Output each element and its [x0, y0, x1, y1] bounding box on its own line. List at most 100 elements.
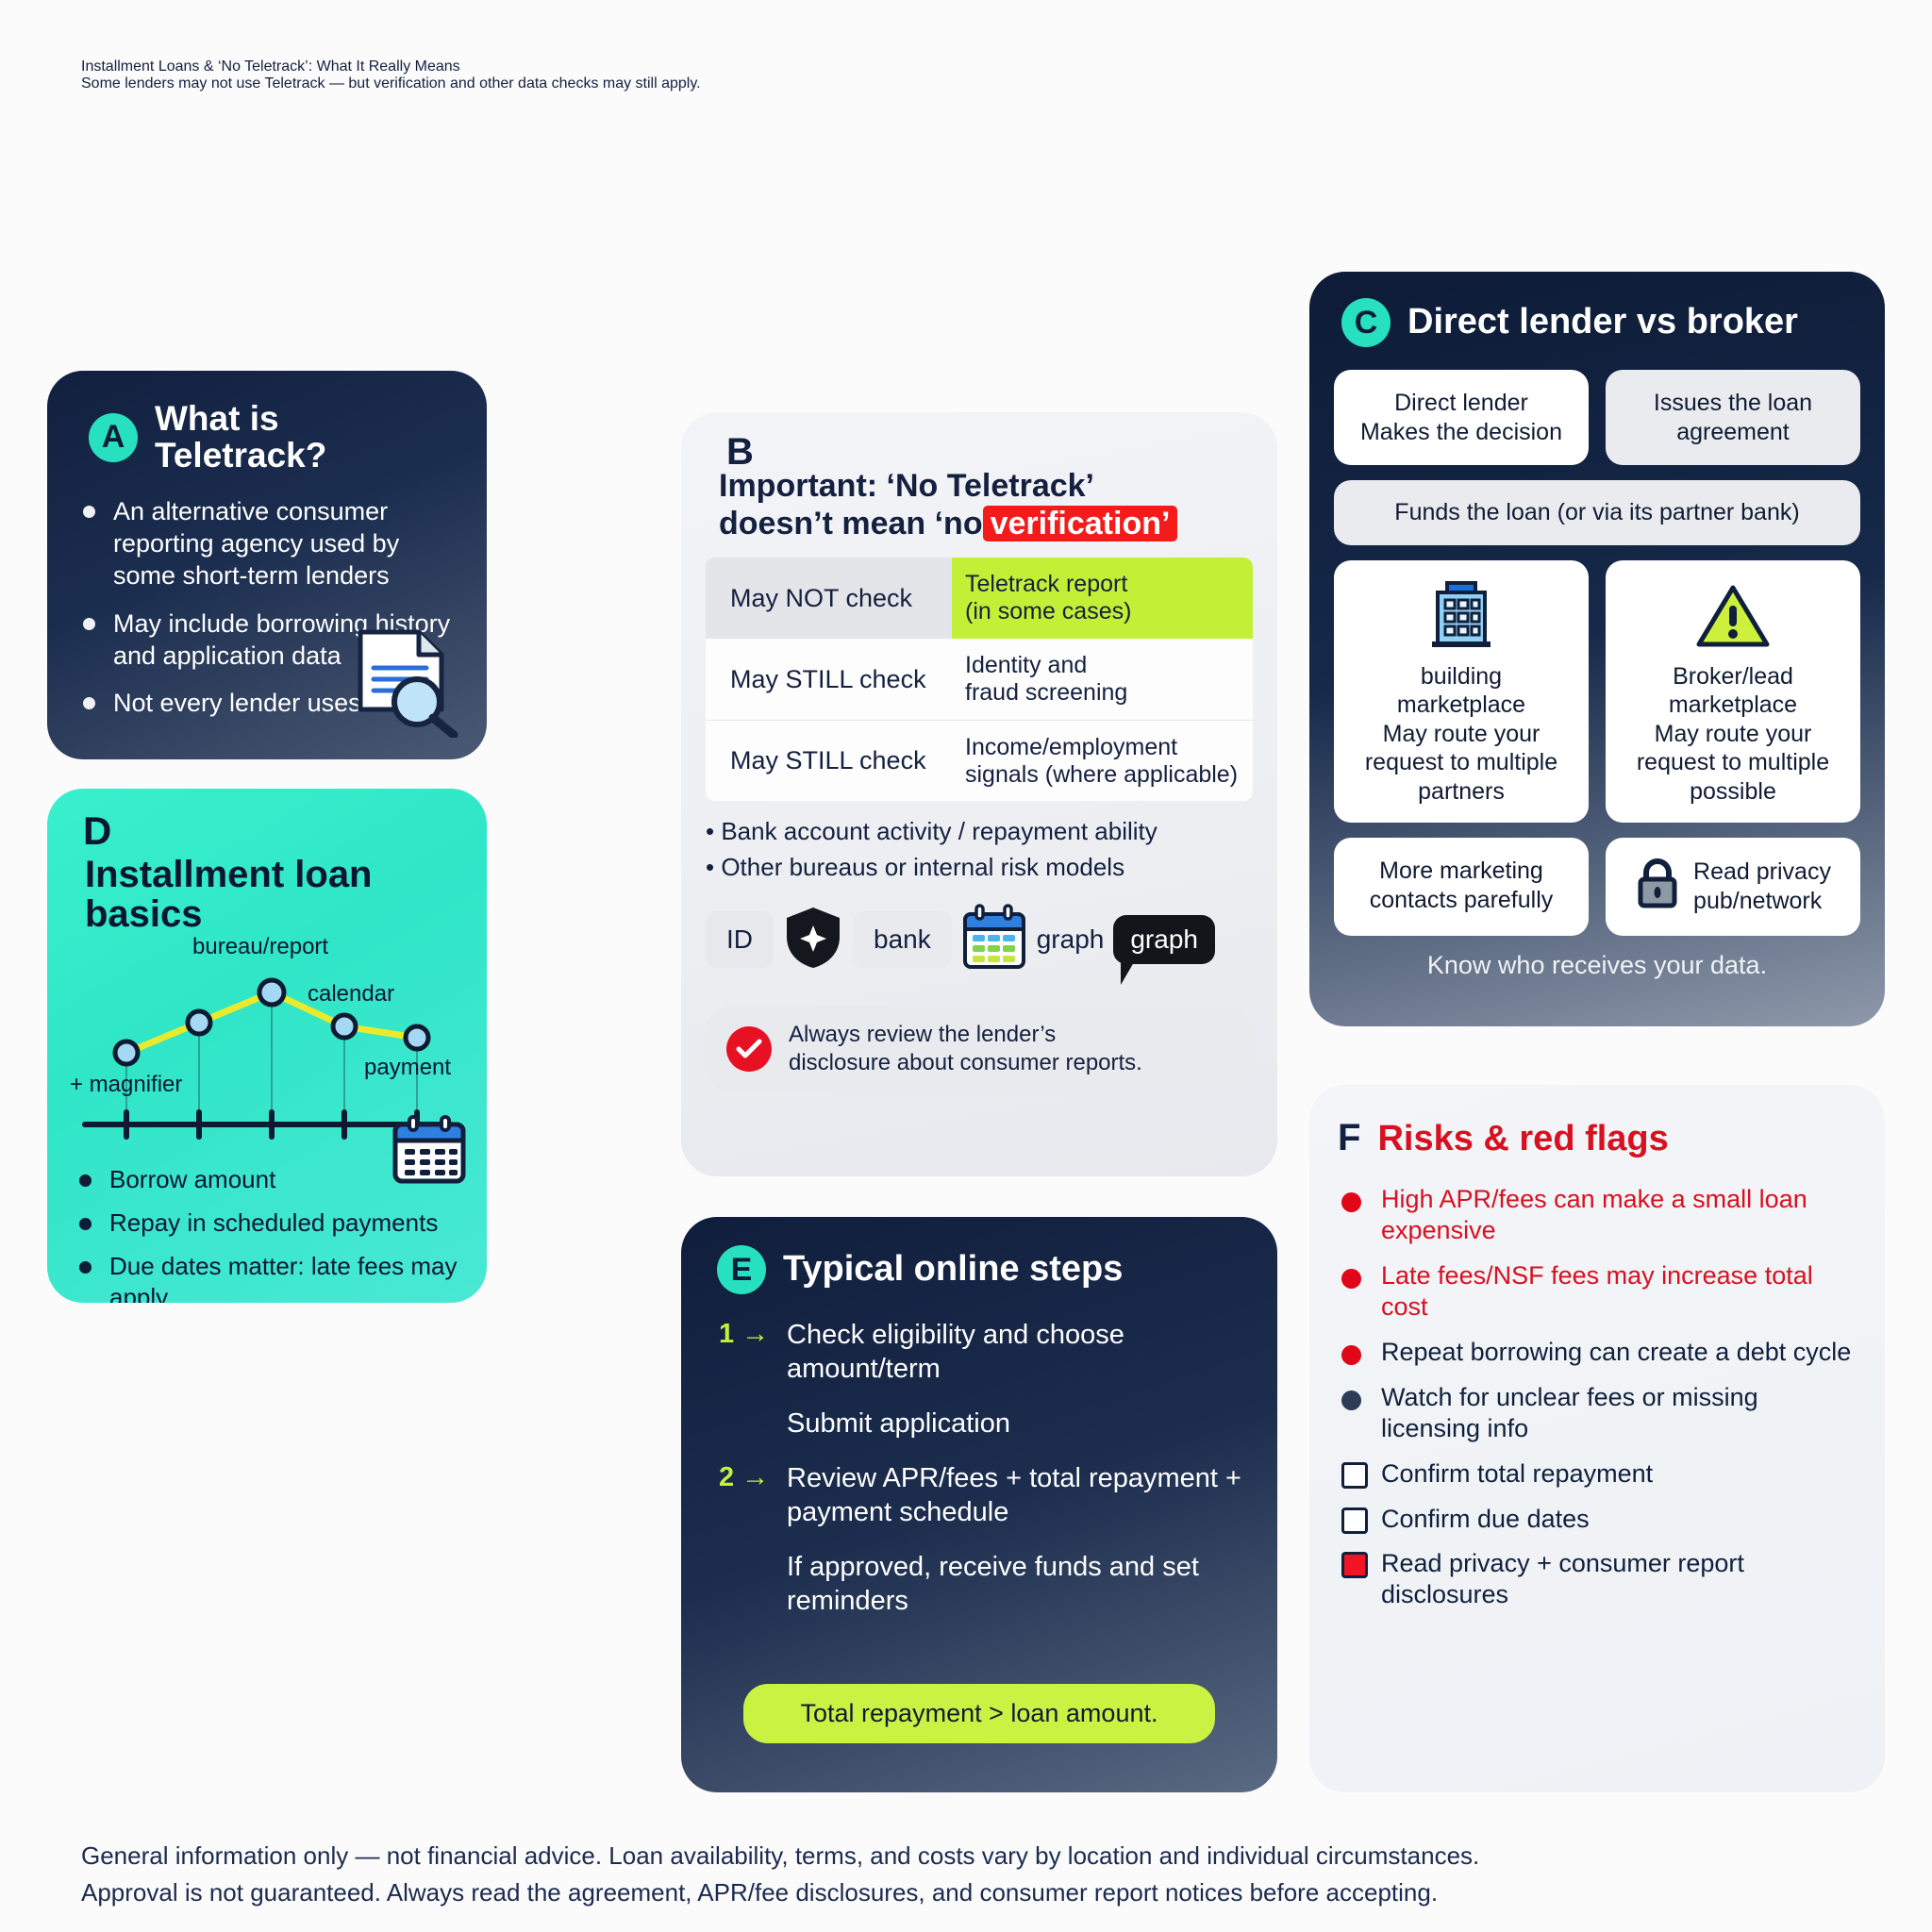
page-header: Installment Loans & ‘No Teletrack’: What… — [81, 58, 1307, 92]
panel-c-mid-row: building marketplace May route your requ… — [1334, 560, 1860, 823]
table-row: May NOT check Teletrack report (in some … — [706, 558, 1253, 640]
list-item: May include borrowing history and applic… — [75, 608, 458, 673]
step-number: 1 → — [719, 1319, 770, 1349]
graph-label: graph — [1036, 924, 1105, 955]
bullet-dot-icon — [1341, 1192, 1361, 1212]
installment-line-chart: bureau/report calendar payment + magnifi… — [70, 934, 462, 1158]
bullet-dot-icon — [83, 697, 95, 710]
table-cell-right: Identity and fraud screening — [952, 639, 1253, 721]
checklist-item[interactable]: Confirm due dates — [1338, 1504, 1857, 1535]
list-item: Not every lender uses it — [75, 687, 458, 719]
panel-d-bullets: Borrow amount Repay in scheduled payment… — [72, 1164, 462, 1303]
panel-c-title: Direct lender vs broker — [1407, 302, 1798, 342]
broker-marketplace-text: Broker/lead marketplace May route your r… — [1636, 662, 1830, 805]
lock-icon — [1635, 857, 1680, 917]
building-icon — [1426, 579, 1496, 657]
risk-item: Watch for unclear fees or missing licens… — [1338, 1382, 1857, 1444]
risk-text: Repeat borrowing can create a debt cycle — [1381, 1337, 1852, 1366]
bullet-dot-icon — [1341, 1390, 1361, 1410]
table-row: May STILL check Income/employment signal… — [706, 720, 1253, 802]
checklist-item[interactable]: Read privacy + consumer report disclosur… — [1338, 1548, 1857, 1610]
step-text: If approved, receive funds and set remin… — [787, 1551, 1199, 1616]
sub-bullet: • Other bureaus or internal risk models — [706, 853, 1125, 882]
panel-b-icon-row: ID bank graph graph — [706, 903, 1253, 986]
checkbox-icon[interactable] — [1341, 1507, 1368, 1534]
panel-a-bullets: An alternative consumer reporting agency… — [75, 495, 458, 720]
check-circle-icon — [726, 1025, 772, 1072]
panel-a-title: What is Teletrack? — [155, 399, 327, 475]
document-magnifier-icon — [343, 626, 466, 742]
list-item: Repay in scheduled payments — [72, 1208, 462, 1239]
bullet-dot-icon — [79, 1260, 92, 1274]
marketing-contacts-card: More marketing contacts parefully — [1334, 838, 1589, 936]
bullet-text: Borrow amount — [109, 1164, 276, 1193]
bullet-text: An alternative consumer reporting agency… — [113, 496, 400, 591]
panel-b-title: Important: ‘No Teletrack’ doesn’t mean ‘… — [719, 468, 1253, 543]
bullet-dot-icon — [83, 505, 95, 518]
checklist-text: Read privacy + consumer report disclosur… — [1381, 1549, 1744, 1609]
risk-text: High APR/fees can make a small loan expe… — [1381, 1185, 1807, 1244]
risk-item: Repeat borrowing can create a debt cycle — [1338, 1337, 1857, 1368]
risk-item: High APR/fees can make a small loan expe… — [1338, 1184, 1857, 1246]
bullet-dot-icon — [79, 1174, 92, 1187]
checklist-item[interactable]: Confirm total repayment — [1338, 1458, 1857, 1490]
panel-f-letter: F — [1338, 1117, 1361, 1158]
table-cell-left: May STILL check — [706, 720, 952, 802]
step-item: If approved, receive funds and set remin… — [709, 1551, 1249, 1619]
bullet-text: May include borrowing history and applic… — [113, 608, 451, 670]
page-subtitle: Some lenders may not use Teletrack — but… — [81, 75, 701, 92]
read-privacy-card: Read privacy pub/network — [1606, 838, 1860, 936]
bank-chip: bank — [853, 911, 952, 969]
warning-triangle-icon — [1695, 583, 1771, 657]
panel-f-title: Risks & red flags — [1377, 1119, 1669, 1158]
panel-e-badge: E — [717, 1245, 766, 1294]
checklist-text: Confirm due dates — [1381, 1504, 1590, 1533]
shield-icon — [783, 905, 843, 975]
panel-e-typical-online-steps: E Typical online steps 1 → Check eligibi… — [681, 1217, 1277, 1792]
panel-c-top-row: Direct lender Makes the decision Issues … — [1334, 370, 1860, 465]
panel-e-title: Typical online steps — [783, 1249, 1124, 1290]
step-item: 2 → Review APR/fees + total repayment + … — [709, 1462, 1249, 1530]
panel-f-risks-and-red-flags: F Risks & red flags High APR/fees can ma… — [1309, 1085, 1885, 1792]
bullet-dot-icon — [79, 1217, 92, 1230]
panel-b-letter: B — [726, 431, 754, 473]
read-privacy-text: Read privacy pub/network — [1693, 858, 1831, 914]
panel-b-important-no-teletrack: B Important: ‘No Teletrack’ doesn’t mean… — [681, 412, 1277, 1176]
chart-annotation-payment: payment — [364, 1054, 452, 1080]
bullet-text: Due dates matter: late fees may apply — [109, 1251, 458, 1303]
step-number: 2 → — [719, 1461, 770, 1492]
checkbox-icon-checked[interactable] — [1341, 1552, 1368, 1579]
panel-f-header: F Risks & red flags — [1338, 1117, 1857, 1159]
panel-a-what-is-teletrack: A What is Teletrack? An alternative cons… — [47, 371, 487, 759]
list-item: Due dates matter: late fees may apply — [72, 1251, 462, 1303]
bullet-dot-icon — [1341, 1268, 1361, 1289]
panel-c-badge: C — [1341, 298, 1391, 347]
total-repayment-pill: Total repayment > loan amount. — [743, 1684, 1215, 1743]
page-title: Installment Loans & ‘No Teletrack’: What… — [81, 58, 460, 75]
footer-disclaimer: General information only — not financial… — [81, 1841, 1480, 1907]
step-text: Submit application — [787, 1407, 1010, 1439]
step-item: 1 → Check eligibility and choose amount/… — [709, 1319, 1249, 1387]
chart-annotation-magnifier: + magnifier — [70, 1071, 183, 1097]
panel-c-footer-note: Know who receives your data. — [1426, 950, 1768, 979]
panel-e-header: E Typical online steps — [717, 1245, 1249, 1294]
panel-b-disclosure-note: Always review the lender’s disclosure ab… — [706, 1005, 1253, 1092]
panel-b-title-line1: Important: ‘No Teletrack’ — [719, 467, 1094, 504]
checkbox-icon[interactable] — [1341, 1461, 1368, 1489]
panel-d-title: Installment loan basics — [85, 853, 373, 935]
panel-c-header: C Direct lender vs broker — [1341, 298, 1860, 347]
calendar-icon — [391, 1115, 468, 1191]
step-item: Submit application — [709, 1407, 1249, 1441]
table-cell-right: Income/employment signals (where applica… — [952, 720, 1253, 802]
panel-c-bottom-row: More marketing contacts parefully Read p… — [1334, 838, 1860, 936]
funds-the-loan-card: Funds the loan (or via its partner bank) — [1334, 480, 1860, 545]
verification-highlight: verification’ — [982, 505, 1178, 541]
id-chip: ID — [706, 911, 774, 969]
panel-d-letter: D — [83, 808, 112, 853]
panel-d-installment-loan-basics: D Installment loan basics — [47, 789, 487, 1303]
disclosure-note-text: Always review the lender’s disclosure ab… — [789, 1021, 1142, 1075]
panel-a-badge: A — [89, 412, 138, 462]
table-cell-right: Teletrack report (in some cases) — [952, 558, 1253, 640]
checklist-text: Confirm total repayment — [1381, 1458, 1654, 1488]
